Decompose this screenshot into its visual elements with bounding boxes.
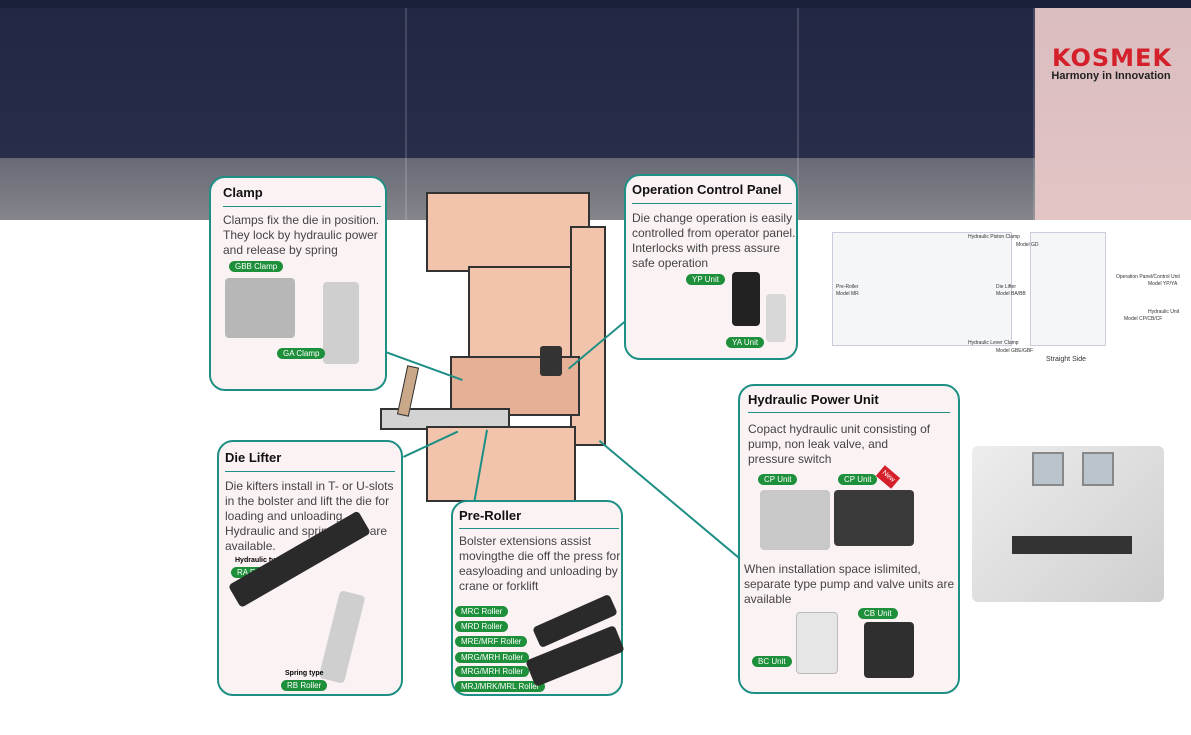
pre-roller-title: Pre-Roller — [459, 508, 522, 523]
banner-photo-3 — [799, 0, 1035, 220]
hydraulic-power-description-2: When installation space islimited, separ… — [744, 562, 955, 606]
diagram-caption: Straight Side — [1046, 356, 1087, 363]
diagram-model-hydraulic-unit: Model CP/CB/CF — [1124, 316, 1163, 322]
photo-bolster — [1012, 536, 1132, 554]
diagram-label-operation-panel: Operation Panel/Control Unit — [1116, 274, 1180, 280]
diagram-model-operation-panel: Model YP/YA — [1148, 281, 1178, 287]
tag-cp-unit-1[interactable]: CP Unit — [758, 474, 798, 485]
bc-unit-image — [796, 612, 838, 674]
cb-unit-image — [864, 622, 914, 678]
press-crown — [426, 192, 590, 272]
pre-roller-description: Bolster extensions assist movingthe die … — [459, 534, 621, 593]
hydraulic-power-description: Copact hydraulic unit consisting of pump… — [748, 422, 931, 466]
hydraulic-type-label: Hydraulic type — [235, 557, 284, 564]
ya-unit-image — [766, 294, 786, 342]
tag-yp-unit[interactable]: YP Unit — [686, 274, 725, 285]
die-lifter-title: Die Lifter — [225, 450, 282, 465]
tag-mrj-mrk-mrl-roller[interactable]: MRJ/MRK/MRL Roller — [455, 681, 546, 692]
tag-gbb-clamp[interactable]: GBB Clamp — [229, 261, 284, 272]
schematic-press-side — [1030, 232, 1106, 346]
tag-mrd-roller[interactable]: MRD Roller — [455, 621, 509, 632]
logo-panel — [1035, 0, 1191, 220]
diagram-label-lever-clamp: Hydraulic Lever Clamp — [968, 340, 1019, 346]
tag-mrg-mrh-roller-1[interactable]: MRG/MRH Roller — [455, 652, 530, 663]
diagram-label-hydraulic-unit: Hydraulic Unit — [1148, 309, 1180, 315]
operation-panel-card: Operation Control Panel Die change opera… — [624, 174, 798, 360]
diagram-model-piston-clamp: Model GD — [1016, 242, 1039, 248]
die-lifter-card: Die Lifter Die kifters install in T- or … — [217, 440, 403, 696]
tag-ga-clamp[interactable]: GA Clamp — [277, 348, 326, 359]
tag-cb-unit[interactable]: CB Unit — [858, 608, 898, 619]
schematic-press-diagram — [832, 232, 1012, 346]
new-badge: New — [875, 465, 901, 489]
rb-roller-image — [318, 590, 366, 684]
pre-roller-divider — [459, 528, 619, 529]
yp-unit-image — [732, 272, 760, 326]
brand-tagline: Harmony in Innovation — [1051, 70, 1171, 82]
hydraulic-power-card: Hydraulic Power Unit Copact hydraulic un… — [738, 384, 960, 694]
tag-mrc-roller[interactable]: MRC Roller — [455, 606, 509, 617]
cp-unit-image-1 — [760, 490, 830, 550]
header-banner — [0, 0, 1191, 220]
cp-unit-image-2 — [834, 490, 914, 546]
spring-type-label: Spring type — [285, 670, 324, 677]
clamp-title: Clamp — [223, 185, 263, 200]
tag-ya-unit[interactable]: YA Unit — [726, 337, 765, 348]
operation-panel-description: Die change operation is easily controlle… — [632, 211, 796, 270]
clamp-card: Clamp Clamps fix the die in position. Th… — [209, 176, 387, 391]
press-base — [426, 426, 576, 502]
diagram-model-pre-roller: Model MR — [836, 291, 859, 297]
press-photo — [972, 446, 1164, 602]
clamp-divider — [223, 206, 381, 207]
hydraulic-power-divider — [748, 412, 950, 413]
gbb-clamp-image — [225, 278, 295, 338]
top-strip — [0, 0, 1191, 8]
tag-rb-roller[interactable]: RB Roller — [281, 680, 328, 691]
diagram-model-lever-clamp: Model GBE/GBF — [996, 348, 1034, 354]
control-box-icon — [540, 346, 562, 376]
photo-window-1 — [1032, 452, 1064, 486]
die-lifter-divider — [225, 471, 395, 472]
banner-overlay — [0, 0, 1035, 158]
diagram-label-pre-roller: Pre-Roller — [836, 284, 859, 290]
tag-cp-unit-2[interactable]: CP Unit — [838, 474, 878, 485]
diagram-label-die-lifter: Die Lifter — [996, 284, 1017, 290]
ga-clamp-image — [323, 282, 359, 364]
tag-mre-mrf-roller[interactable]: MRE/MRF Roller — [455, 636, 528, 647]
tag-bc-unit[interactable]: BC Unit — [752, 656, 792, 667]
tag-mrg-mrh-roller-2[interactable]: MRG/MRH Roller — [455, 666, 530, 677]
hydraulic-power-title: Hydraulic Power Unit — [748, 392, 879, 407]
clamp-description: Clamps fix the die in position. They loc… — [223, 213, 380, 257]
brand-logo[interactable]: KOSMEK — [1051, 44, 1173, 72]
diagram-model-die-lifter: Model BA/BB — [996, 291, 1026, 297]
operation-panel-title: Operation Control Panel — [632, 182, 782, 197]
photo-window-2 — [1082, 452, 1114, 486]
pre-roller-card: Pre-Roller Bolster extensions assist mov… — [451, 500, 625, 696]
operation-panel-divider — [632, 203, 792, 204]
diagram-label-piston-clamp: Hydraulic Piston Clamp — [968, 234, 1020, 240]
press-machine-illustration — [380, 186, 620, 506]
